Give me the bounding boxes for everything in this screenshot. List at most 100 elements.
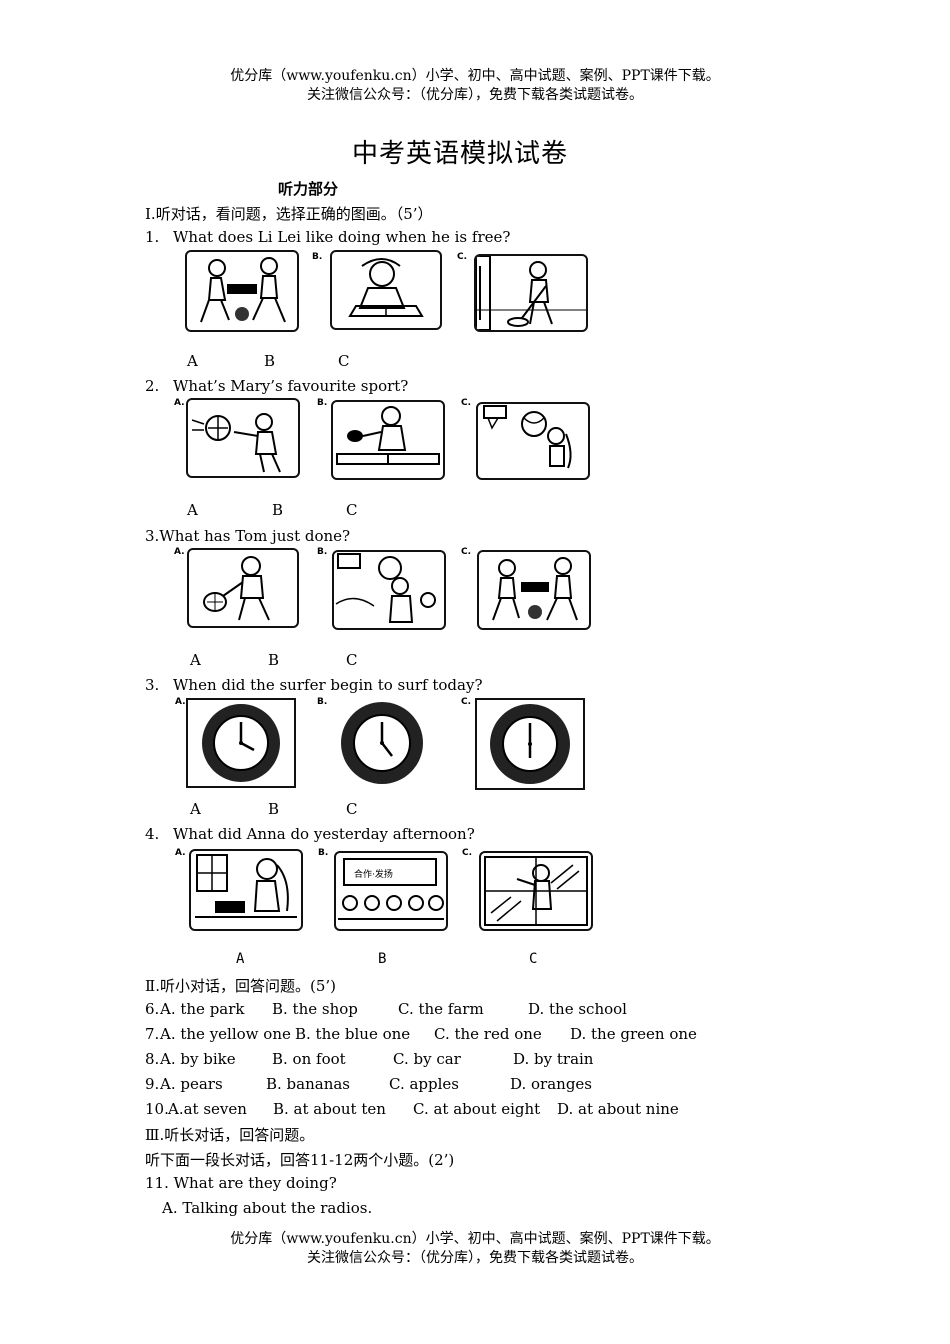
q10-number: 10. (145, 1100, 169, 1118)
q2-text: What’s Mary’s favourite sport? (173, 377, 409, 395)
q4-tag-c: C. (461, 697, 472, 707)
page-footer-line-2: 关注微信公众号：（优分库），免费下载各类试题试卷。 (307, 1250, 643, 1266)
q1-label-c: C (338, 352, 350, 370)
q4-label-c: C (346, 800, 358, 818)
page-header-line-2: 关注微信公众号：（优分库），免费下载各类试题试卷。 (307, 87, 643, 103)
q8-number: 8. (145, 1050, 160, 1068)
clock-icon (341, 702, 423, 784)
q10-option-c[interactable]: C. at about eight (413, 1100, 541, 1118)
q11-text: 11. What are they doing? (145, 1174, 337, 1192)
q6-number: 6. (145, 1000, 160, 1018)
q5-tag-b: B. (318, 848, 329, 858)
q7-option-c[interactable]: C. the red one (434, 1025, 542, 1043)
q1-picture-a[interactable] (185, 250, 299, 332)
soccer-players-illustration (200, 257, 286, 323)
girl-cleaning-window-illustration (484, 856, 588, 926)
q1-picture-c[interactable] (474, 254, 588, 332)
q5-tag-c: C. (462, 848, 473, 858)
q6-option-c[interactable]: C. the farm (398, 1000, 484, 1018)
q6-option-d[interactable]: D. the school (528, 1000, 627, 1018)
q2-tag-a: A. (174, 398, 185, 408)
q6-option-b[interactable]: B. the shop (272, 1000, 358, 1018)
q2-picture-c[interactable] (476, 402, 590, 480)
q3-picture-b[interactable] (332, 550, 446, 630)
girl-table-tennis-illustration (336, 406, 440, 465)
q7-option-d[interactable]: D. the green one (570, 1025, 697, 1043)
classroom-illustration: 合作·发扬 (338, 858, 444, 920)
q3-label-b: B (268, 651, 280, 669)
q5-picture-c[interactable] (479, 851, 593, 931)
clock-icon (490, 704, 570, 784)
q8-option-a[interactable]: A. by bike (160, 1050, 236, 1068)
boy-basketball-illustration (335, 553, 436, 623)
q1-text: What does Li Lei like doing when he is f… (173, 228, 511, 246)
q5-number: 4. (145, 825, 160, 843)
q11-option-a[interactable]: A. Talking about the radios. (162, 1199, 373, 1217)
q4-picture-a[interactable] (186, 698, 296, 788)
q5-label-a: A (236, 951, 245, 967)
q2-picture-a[interactable] (186, 398, 300, 478)
q8-option-d[interactable]: D. by train (513, 1050, 594, 1068)
q3-picture-c[interactable] (477, 550, 591, 630)
q9-option-d[interactable]: D. oranges (510, 1075, 593, 1093)
part1-heading: Ⅰ.听对话，看问题，选择正确的图画。（5’） (145, 205, 433, 223)
q2-label-c: C (346, 501, 358, 519)
q4-label-a: A (190, 800, 201, 818)
q4-number: 3. (145, 676, 160, 694)
girl-basketball-illustration (483, 405, 572, 469)
page-header-line-1: 优分库（www.youfenku.cn）小学、初中、高中试题、案例、PPT课件下… (230, 68, 720, 84)
part2-heading: Ⅱ.听小对话，回答问题。(5’) (145, 977, 336, 995)
q2-picture-b[interactable] (331, 400, 445, 480)
q3-text: 3.What has Tom just done? (145, 527, 351, 545)
q2-tag-b: B. (317, 398, 328, 408)
q8-option-c[interactable]: C. by car (393, 1050, 461, 1068)
q8-option-b[interactable]: B. on foot (272, 1050, 346, 1068)
q10-option-d[interactable]: D. at about nine (557, 1100, 679, 1118)
page-footer-line-1: 优分库（www.youfenku.cn）小学、初中、高中试题、案例、PPT课件下… (230, 1231, 720, 1247)
part3-intro: 听下面一段长对话，回答11-12两个小题。(2’) (145, 1151, 455, 1169)
q1-picture-b[interactable] (330, 250, 442, 330)
q5-text: What did Anna do yesterday afternoon? (173, 825, 475, 843)
q9-option-a[interactable]: A. pears (160, 1075, 223, 1093)
q4-label-b: B (268, 800, 280, 818)
q3-label-c: C (346, 651, 358, 669)
q5-picture-b[interactable]: 合作·发扬 (334, 851, 448, 931)
q5-picture-a[interactable] (189, 849, 303, 931)
q3-tag-a: A. (174, 547, 185, 557)
boy-sweeping-illustration (476, 256, 586, 330)
clock-icon (202, 704, 280, 782)
q1-tag-b: B. (312, 252, 323, 262)
q4-tag-b: B. (317, 697, 328, 707)
q3-picture-a[interactable] (187, 548, 299, 628)
girl-volleyball-illustration (191, 413, 281, 473)
q4-picture-b[interactable] (330, 698, 434, 788)
q4-picture-c[interactable] (475, 698, 585, 790)
q10-option-b[interactable]: B. at about ten (273, 1100, 386, 1118)
q2-label-b: B (272, 501, 284, 519)
q4-tag-a: A. (175, 697, 186, 707)
q10-option-a[interactable]: A.at seven (168, 1100, 247, 1118)
q9-option-c[interactable]: C. apples (389, 1075, 459, 1093)
q3-label-a: A (190, 651, 201, 669)
q6-option-a[interactable]: A. the park (160, 1000, 245, 1018)
blackboard-text: 合作·发扬 (354, 868, 393, 880)
q4-text: When did the surfer begin to surf today? (173, 676, 483, 694)
part3-heading: Ⅲ.听长对话，回答问题。 (145, 1126, 315, 1144)
q1-tag-c: C. (457, 252, 468, 262)
boy-reading-illustration (348, 258, 424, 317)
q3-tag-c: C. (461, 547, 472, 557)
q7-number: 7. (145, 1025, 160, 1043)
soccer-players-illustration (492, 557, 578, 621)
q3-tag-b: B. (317, 547, 328, 557)
q9-number: 9. (145, 1075, 160, 1093)
exam-title: 中考英语模拟试卷 (351, 139, 568, 169)
q1-label-a: A (187, 352, 198, 370)
q9-option-b[interactable]: B. bananas (266, 1075, 351, 1093)
q7-option-b[interactable]: B. the blue one (295, 1025, 411, 1043)
q2-label-a: A (187, 501, 198, 519)
q7-option-a[interactable]: A. the yellow one (160, 1025, 291, 1043)
q1-number: 1. (145, 228, 160, 246)
section-heading-listening: 听力部分 (278, 180, 339, 198)
q2-tag-c: C. (461, 398, 472, 408)
q5-label-b: B (378, 951, 387, 967)
